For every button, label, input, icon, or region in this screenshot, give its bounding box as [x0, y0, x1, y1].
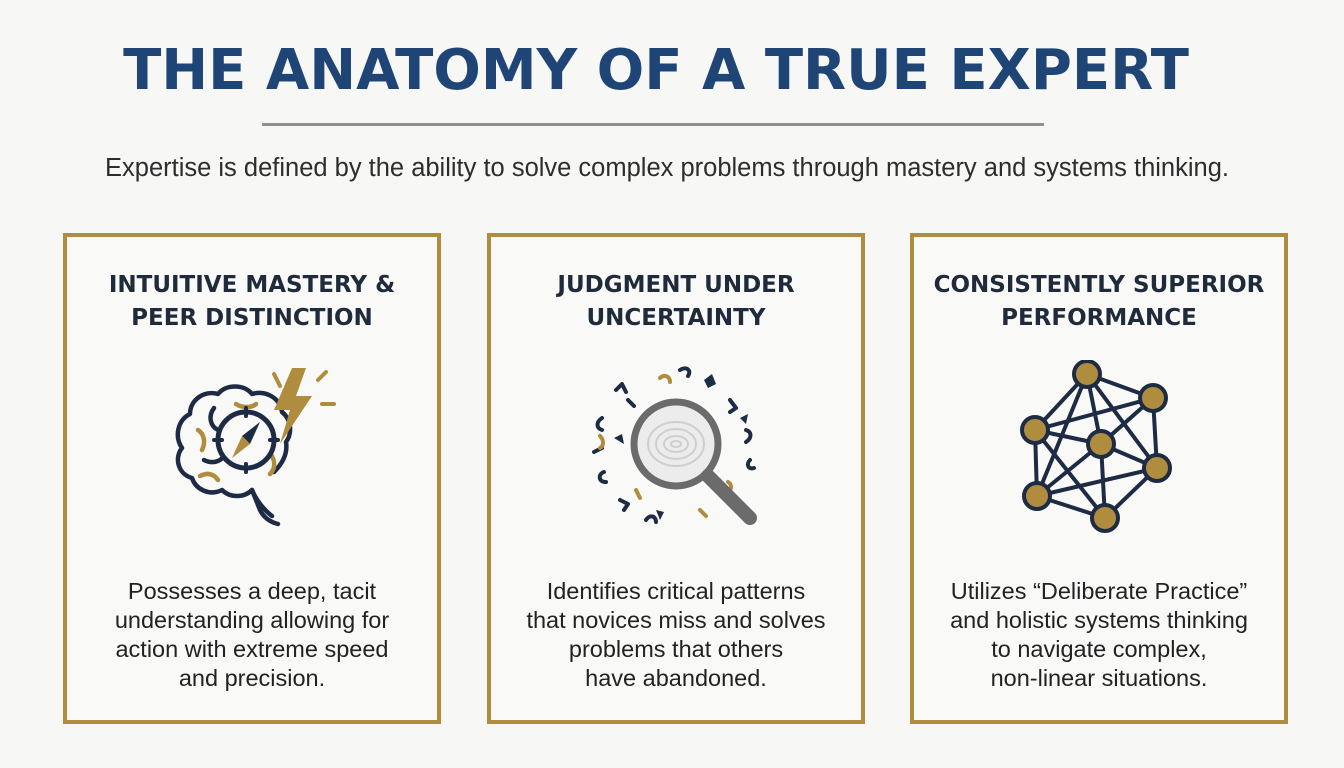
card-title-line: JUDGMENT UNDER	[557, 272, 795, 298]
card-description-line: Possesses a deep, tacit	[127, 578, 377, 604]
card-title-line: PERFORMANCE	[1001, 305, 1197, 331]
card-description-line: and precision.	[178, 665, 326, 691]
card-judgment: JUDGMENT UNDER UNCERTAINTY	[487, 233, 865, 724]
card-title: JUDGMENT UNDER UNCERTAINTY	[499, 269, 853, 335]
magnifying-glass-pattern-icon	[592, 366, 757, 525]
card-description-line: problems that others	[568, 636, 784, 662]
card-description: Identifies critical patterns that novice…	[501, 577, 851, 693]
card-title-line: CONSISTENTLY SUPERIOR	[933, 272, 1265, 298]
card-description-line: Utilizes “Deliberate Practice”	[950, 578, 1248, 604]
card-description: Utilizes “Deliberate Practice” and holis…	[924, 577, 1274, 693]
card-performance: CONSISTENTLY SUPERIOR PERFORMANCE	[910, 233, 1288, 724]
card-description-line: non-linear situations.	[990, 665, 1208, 691]
card-title: CONSISTENTLY SUPERIOR PERFORMANCE	[922, 269, 1276, 335]
card-title-line: PEER DISTINCTION	[131, 305, 373, 331]
card-description-line: to navigate complex,	[991, 636, 1207, 662]
card-title-line: INTUITIVE MASTERY &	[108, 272, 396, 298]
page-title: THE ANATOMY OF A TRUE EXPERT	[123, 38, 1189, 103]
network-graph-icon	[1020, 360, 1172, 533]
card-description-line: understanding allowing for	[114, 607, 390, 633]
brain-compass-lightning-icon	[175, 368, 336, 527]
card-description: Possesses a deep, tacit understanding al…	[77, 577, 427, 693]
page-subtitle: Expertise is defined by the ability to s…	[105, 154, 1229, 182]
title-divider	[262, 123, 1044, 126]
card-description-line: have abandoned.	[585, 665, 767, 691]
card-description-line: that novices miss and solves	[526, 607, 826, 633]
card-title-line: UNCERTAINTY	[586, 305, 766, 331]
card-description-line: action with extreme speed	[115, 636, 389, 662]
card-description-line: Identifies critical patterns	[546, 578, 806, 604]
card-title: INTUITIVE MASTERY & PEER DISTINCTION	[75, 269, 429, 335]
card-intuitive-mastery: INTUITIVE MASTERY & PEER DISTINCTION	[63, 233, 441, 724]
card-description-line: and holistic systems thinking	[950, 607, 1248, 633]
